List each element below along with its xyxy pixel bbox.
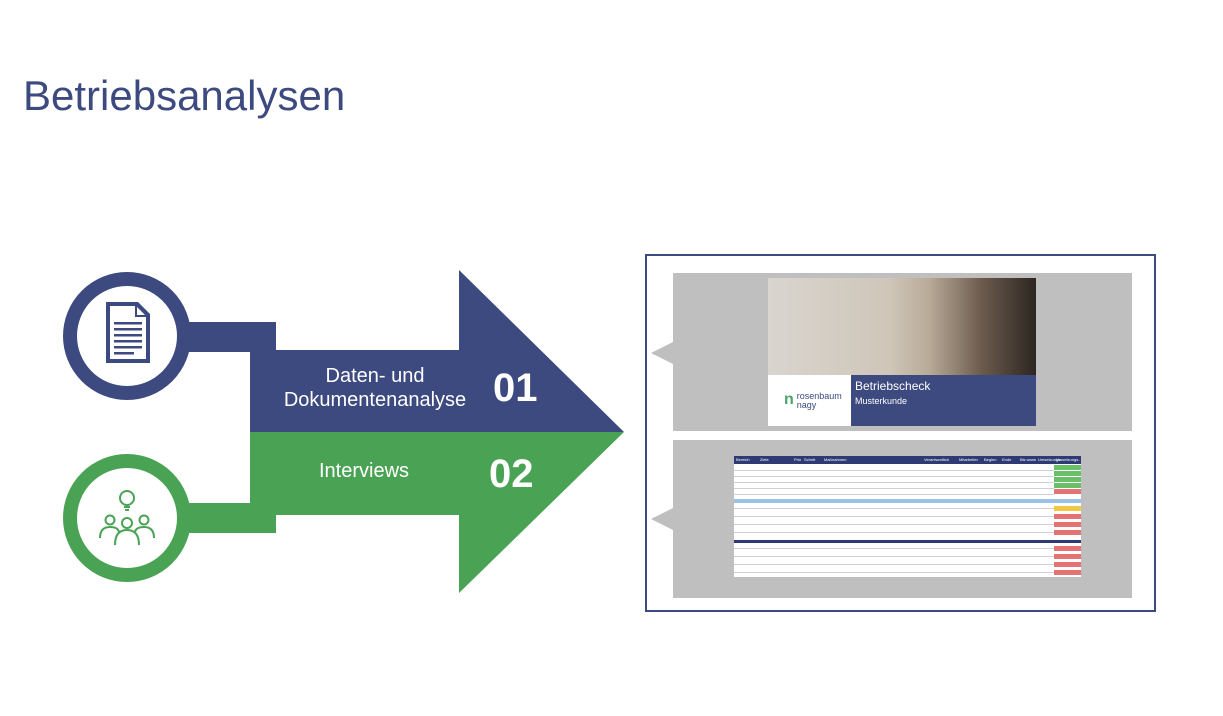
- cover-subtitle: Musterkunde: [855, 396, 908, 406]
- sheet-column-header: Umsetzungs-: [1056, 457, 1080, 462]
- sheet-column-header: Beginn: [984, 457, 997, 462]
- cover-title: Betriebscheck: [855, 379, 931, 393]
- sheet-column-header: Mitarbeiter: [959, 457, 978, 462]
- arrow-01-number: 01: [493, 366, 538, 410]
- arrow-02: [276, 432, 624, 593]
- arrow-01: [276, 270, 624, 432]
- sheet-column-header: Verantwortlich: [924, 457, 950, 462]
- sheet-column-header: Ende: [1002, 457, 1012, 462]
- arrow-01-label: Daten- und Dokumentenanalyse: [283, 365, 467, 411]
- arrow-02-label: Interviews: [318, 460, 410, 482]
- arrow-02-number: 02: [489, 452, 534, 496]
- callout-pointer-1: [651, 342, 673, 364]
- sheet-column-header: Maßnahmen: [824, 457, 847, 462]
- people-idea-icon: [99, 490, 155, 546]
- sheet-column-header: Prio: [794, 457, 802, 462]
- sheet-column-header: Umsetzungs-: [1038, 457, 1062, 462]
- page-title: Betriebsanalysen: [23, 72, 346, 119]
- sheet-column-header: Ziele: [760, 457, 769, 462]
- interview-photo: [768, 278, 1036, 375]
- sheet-column-header: Bereich: [736, 457, 750, 462]
- sheet-column-header: Bis wann: [1020, 457, 1037, 462]
- sheet-column-header: Schritt: [804, 457, 816, 462]
- callout-pointer-2: [651, 508, 673, 530]
- document-icon: [106, 302, 150, 363]
